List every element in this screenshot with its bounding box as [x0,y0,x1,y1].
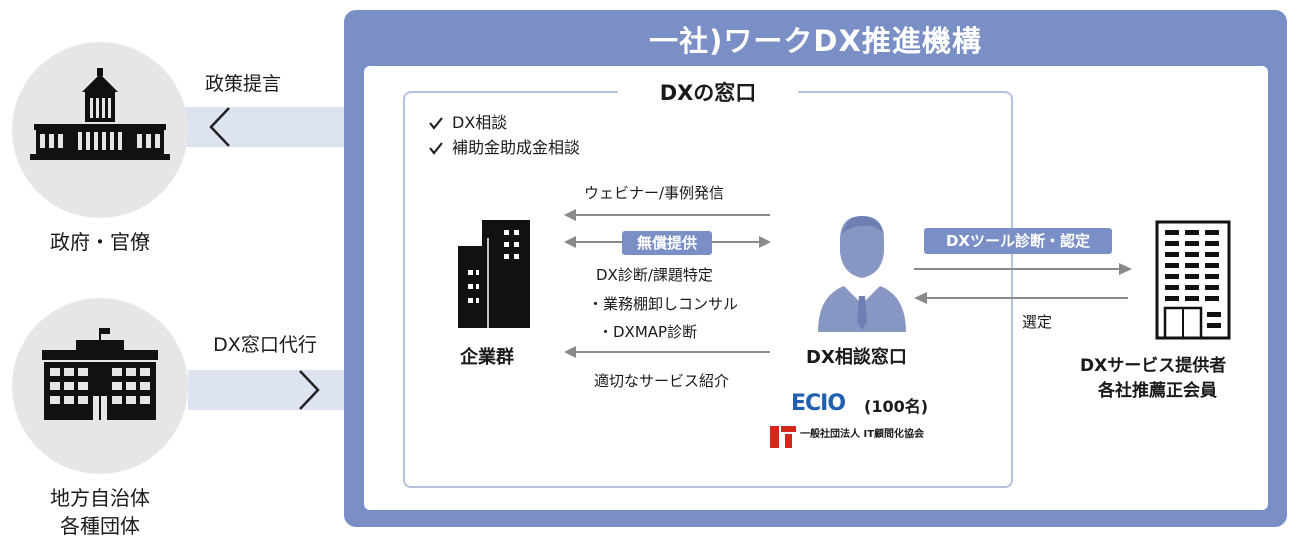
chevron-right-icon [299,370,320,410]
bullet-inventory-consult: ・業務棚卸しコンサル [588,295,739,313]
it-association-logo-icon [770,426,796,448]
checkmark-icon [429,142,443,155]
service-intro-label: 適切なサービス紹介 [594,372,730,390]
consult-window-label: DX相談窓口 [806,347,907,368]
government-office-icon [42,328,158,420]
selection-label: 選定 [1022,313,1053,331]
chevron-left-icon [209,107,230,147]
free-provision-badge: 無償提供 [622,231,712,255]
ecio-logo: ECIO [791,391,846,416]
provider-arrows [914,263,1132,304]
check-dx-consult: DX相談 [452,113,508,132]
check-subsidy-consult: 補助金助成金相談 [452,138,581,157]
ecio-count: (100名) [864,397,929,416]
companies-label: 企業群 [460,347,514,368]
local-label-line1: 地方自治体 [50,486,150,510]
office-building-icon [1155,220,1231,340]
provider-label-line1: DXサービス提供者 [1080,356,1227,376]
local-arrow-band [188,370,348,410]
webinar-label: ウェビナー/事例発信 [584,184,725,202]
bullet-dxmap: ・DXMAP診断 [598,323,698,341]
dx-tool-certify-badge: DXツール診断・認定 [924,228,1112,254]
it-association-name: 一般社団法人 IT顧問化協会 [800,429,925,440]
local-label-line2: 各種団体 [60,514,140,538]
dx-window-proxy-label: DX窓口代行 [213,334,317,356]
diagnosis-label: DX診断/課題特定 [596,266,713,284]
skyscrapers-icon [458,220,530,328]
businessman-icon [818,216,906,332]
parliament-building-icon [30,68,170,160]
dx-window-title: DXの窓口 [618,78,798,108]
provider-label-line2: 各社推薦正会員 [1098,381,1217,401]
checkmark-icon [429,117,443,130]
org-title: 一社)ワークDX推進機構 [649,24,982,58]
government-label: 政府・官僚 [50,230,150,254]
policy-proposal-label: 政策提言 [204,73,281,95]
